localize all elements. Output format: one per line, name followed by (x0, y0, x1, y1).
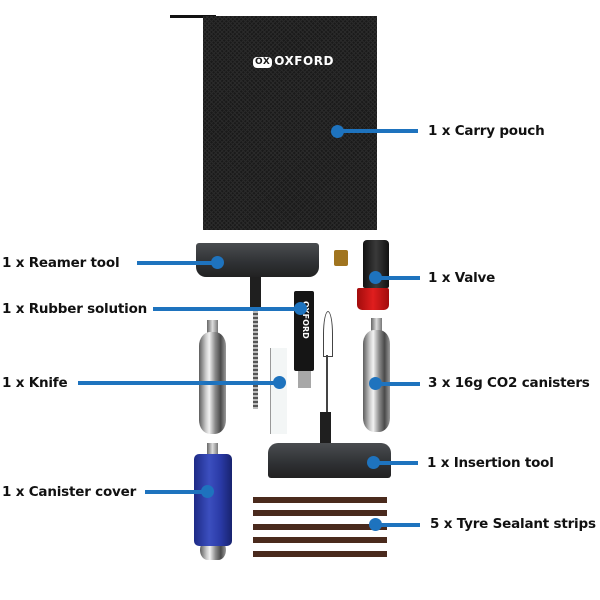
label-co2-canisters: 3 x 16g CO2 canisters (428, 375, 590, 391)
insertion-tool-shaft (320, 412, 331, 452)
knife-blade (270, 348, 287, 434)
callout-line-sealant-strips (376, 523, 420, 527)
sealant-strip (253, 551, 387, 557)
canister-neck (207, 443, 218, 457)
canister-neck (371, 318, 382, 332)
label-canister-cover: 1 x Canister cover (2, 484, 137, 500)
callout-line-co2-canisters (376, 382, 420, 386)
reamer-tool-screw (253, 309, 258, 409)
callout-line-reamer-tool (137, 261, 217, 265)
callout-line-rubber-solution (153, 307, 298, 311)
valve-knob (334, 250, 348, 266)
label-knife: 1 x Knife (2, 375, 68, 391)
callout-dot-canister-cover (201, 485, 214, 498)
callout-dot-knife (273, 376, 286, 389)
callout-line-insertion-tool (374, 461, 418, 465)
canister-neck (207, 320, 218, 334)
label-insertion-tool: 1 x Insertion tool (427, 455, 554, 471)
callout-dot-co2-canisters (369, 377, 382, 390)
canister-cover (194, 454, 232, 546)
reamer-tool-shaft (250, 277, 261, 309)
callout-dot-carry-pouch (331, 125, 344, 138)
label-reamer-tool: 1 x Reamer tool (2, 255, 120, 271)
sealant-strip (253, 497, 387, 503)
label-valve: 1 x Valve (428, 270, 496, 286)
insertion-needle-shaft (326, 355, 328, 435)
tube-brand: OXFORD (301, 301, 310, 339)
callout-dot-sealant-strips (369, 518, 382, 531)
callout-dot-reamer-tool (211, 256, 224, 269)
sealant-strip (253, 524, 387, 530)
insertion-needle-tip (323, 311, 333, 357)
pouch-strap (170, 15, 215, 18)
callout-dot-valve (369, 271, 382, 284)
callout-line-canister-cover (145, 490, 211, 494)
callout-line-knife (78, 381, 278, 385)
sealant-strip (253, 537, 387, 543)
brand-mark-icon: OX (253, 57, 273, 68)
valve-red-cap (357, 288, 389, 310)
label-rubber-solution: 1 x Rubber solution (2, 301, 148, 317)
label-carry-pouch: 1 x Carry pouch (428, 123, 545, 139)
rubber-solution-nozzle (298, 371, 311, 388)
label-sealant-strips: 5 x Tyre Sealant strips (430, 516, 596, 532)
callout-line-carry-pouch (338, 129, 418, 133)
callout-line-valve (376, 276, 420, 280)
brand-name: OXFORD (274, 54, 334, 68)
callout-dot-insertion-tool (367, 456, 380, 469)
callout-dot-rubber-solution (294, 302, 307, 315)
sealant-strip (253, 510, 387, 516)
